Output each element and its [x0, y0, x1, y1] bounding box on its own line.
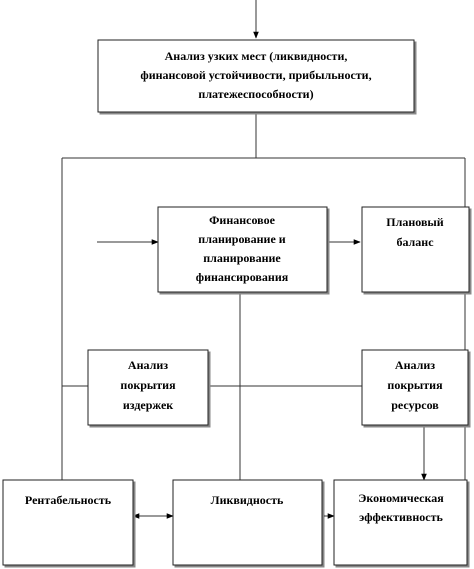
- planning-line-4: финансирования: [196, 270, 289, 284]
- planning-line-1: Финансовое: [209, 213, 275, 227]
- resource-cover-line-3: ресурсов: [391, 398, 439, 412]
- planning-line-3: планирование: [203, 251, 281, 265]
- liquidity-box: [172, 479, 323, 566]
- economic-line-2: эффективность: [359, 510, 443, 524]
- boxes: [2, 39, 470, 566]
- cost-cover-box: [87, 349, 209, 426]
- plan-balance-box: [361, 206, 470, 293]
- plan-balance-line-2: баланс: [396, 235, 434, 249]
- planning-line-2: планирование и: [198, 232, 285, 246]
- liquidity-label: Ликвидность: [211, 493, 284, 507]
- economic-line-1: Экономическая: [358, 491, 444, 505]
- cost-cover-line-3: издержек: [123, 398, 173, 412]
- cost-cover-line-1: Анализ: [128, 358, 168, 372]
- resource-cover-line-1: Анализ: [395, 358, 435, 372]
- analysis-line-3: платежеспособности): [198, 87, 313, 101]
- resource-cover-line-2: покрытия: [387, 378, 443, 392]
- cost-cover-line-2: покрытия: [120, 378, 176, 392]
- economic-box: [333, 479, 468, 566]
- profitability-box: [2, 479, 134, 566]
- resource-cover-box: [361, 349, 469, 426]
- plan-balance-line-1: Плановый: [386, 215, 444, 229]
- analysis-line-1: Анализ узких мест (ликвидности,: [165, 49, 348, 63]
- profitability-label: Рентабельность: [25, 493, 112, 507]
- analysis-line-2: финансовой устойчивости, прибыльности,: [140, 68, 371, 82]
- analysis-box: [97, 39, 415, 113]
- planning-box: [157, 206, 328, 293]
